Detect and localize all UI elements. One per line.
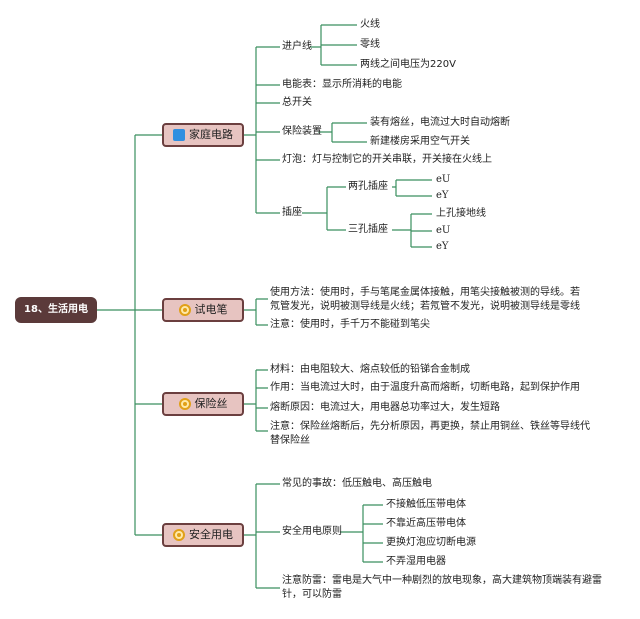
branch-electrical-safety: 安全用电: [162, 523, 244, 547]
node-ground-wire: 上孔接地线: [436, 208, 486, 219]
node-principle-4: 不弄湿用电器: [386, 556, 446, 567]
root-node: 18、生活用电: [15, 297, 97, 323]
badge-icon: [178, 398, 191, 410]
node-three-hole-socket: 三孔插座: [348, 224, 388, 235]
branch-test-pen-label: 试电笔: [194, 303, 228, 316]
node-live-wire: 火线: [360, 19, 380, 30]
node-voltage: 两线之间电压为220V: [360, 59, 456, 70]
branch-household-label: 家庭电路: [189, 128, 233, 141]
node-protection: 保险装置: [282, 126, 322, 137]
node-incoming-line: 进户线: [282, 41, 312, 52]
node-two-hole-socket: 两孔插座: [348, 181, 388, 192]
node-safety-principles: 安全用电原则: [282, 526, 342, 537]
node-three-hole-ey: eY: [436, 241, 449, 252]
node-meter: 电能表：显示所消耗的电能: [282, 79, 402, 90]
node-socket: 插座: [282, 207, 302, 218]
branch-test-pen: 试电笔: [162, 298, 244, 322]
branch-fuse-label: 保险丝: [194, 397, 228, 410]
node-principle-2: 不靠近高压带电体: [386, 518, 466, 529]
node-fuse-material: 材料：由电阻较大、熔点较低的铅锑合金制成: [270, 364, 470, 375]
node-lamp: 灯泡：灯与控制它的开关串联，开关接在火线上: [282, 154, 492, 165]
node-neutral-wire: 零线: [360, 39, 380, 50]
node-three-hole-eu: eU: [436, 225, 451, 236]
branch-fuse: 保险丝: [162, 392, 244, 416]
branch-household-circuit: 家庭电路: [162, 123, 244, 147]
node-principle-3: 更换灯泡应切断电源: [386, 537, 476, 548]
node-principle-1: 不接触低压带电体: [386, 499, 466, 510]
node-main-switch: 总开关: [282, 97, 312, 108]
node-two-hole-eu: eU: [436, 174, 451, 185]
node-fuse-cause: 熔断原因：电流过大，用电器总功率过大，发生短路: [270, 402, 500, 413]
node-common-accidents: 常见的事故：低压触电、高压触电: [282, 478, 432, 489]
node-fuse-melt: 装有熔丝，电流过大时自动熔断: [370, 117, 510, 128]
badge-icon: [178, 304, 191, 316]
badge-icon: [173, 529, 185, 541]
branch-safety-label: 安全用电: [189, 528, 233, 541]
square-icon: [173, 129, 185, 141]
node-two-hole-ey: eY: [436, 190, 449, 201]
node-fuse-note: 注意：保险丝熔断后，先分析原因，再更换，禁止用铜丝、铁丝等导线代替保险丝: [270, 421, 590, 446]
node-air-switch: 新建楼房采用空气开关: [370, 136, 470, 147]
node-tester-note: 注意：使用时，手千万不能碰到笔尖: [270, 319, 430, 330]
node-fuse-function: 作用：当电流过大时，由于温度升高而熔断，切断电路，起到保护作用: [270, 382, 580, 393]
node-lightning: 注意防雷：雷电是大气中一种剧烈的放电现象，高大建筑物顶端装有避雷针，可以防雷: [282, 575, 602, 600]
node-tester-usage: 使用方法：使用时，手与笔尾金属体接触，用笔尖接触被测的导线。若氖管发光，说明被测…: [270, 287, 580, 312]
